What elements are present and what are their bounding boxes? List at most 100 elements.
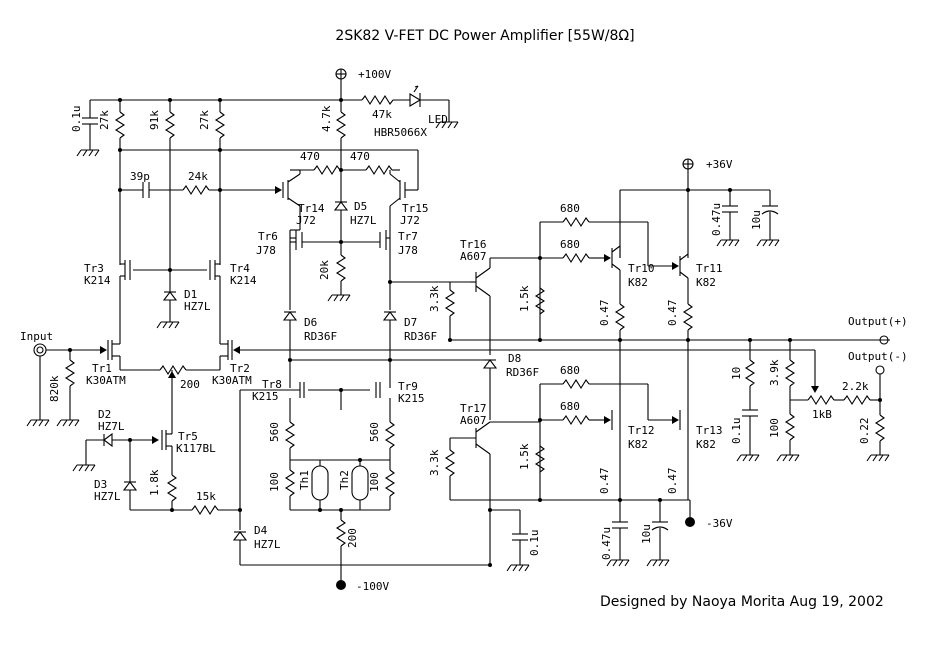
svg-text:Tr9: Tr9 bbox=[398, 380, 418, 393]
transistor-tr2 bbox=[220, 340, 233, 360]
svg-text:20k: 20k bbox=[318, 260, 331, 280]
svg-text:560: 560 bbox=[368, 422, 381, 442]
resistor-470-b bbox=[365, 164, 393, 176]
resistor-2-2k bbox=[843, 394, 871, 406]
resistor-047-b bbox=[682, 303, 694, 331]
resistor-100-c bbox=[784, 413, 796, 441]
svg-text:560: 560 bbox=[268, 422, 281, 442]
svg-text:J78: J78 bbox=[398, 244, 418, 257]
svg-text:K82: K82 bbox=[696, 276, 716, 289]
svg-text:LED: LED bbox=[428, 113, 448, 126]
resistor-680-b bbox=[562, 252, 590, 264]
svg-text:HZ7L: HZ7L bbox=[350, 214, 377, 227]
svg-text:3.9k: 3.9k bbox=[768, 359, 781, 386]
svg-text:Tr11: Tr11 bbox=[696, 262, 723, 275]
svg-text:0.47: 0.47 bbox=[666, 300, 679, 327]
input-label: Input bbox=[20, 330, 53, 343]
schematic-title: 2SK82 V-FET DC Power Amplifier [55W/8Ω] bbox=[335, 28, 634, 44]
svg-text:D8: D8 bbox=[508, 352, 521, 365]
svg-text:91k: 91k bbox=[148, 110, 161, 130]
svg-text:15k: 15k bbox=[196, 490, 216, 503]
svg-text:K215: K215 bbox=[398, 392, 425, 405]
svg-text:Tr7: Tr7 bbox=[398, 230, 418, 243]
svg-text:820k: 820k bbox=[48, 375, 61, 402]
output-minus-terminal[interactable] bbox=[875, 365, 885, 375]
transistor-tr4 bbox=[209, 260, 220, 280]
rail-plus36: +36V bbox=[682, 158, 733, 171]
svg-text:Tr12: Tr12 bbox=[628, 424, 655, 437]
resistor-24k bbox=[182, 184, 210, 196]
svg-text:Tr2: Tr2 bbox=[230, 362, 250, 375]
svg-text:10: 10 bbox=[730, 367, 743, 380]
svg-text:K82: K82 bbox=[696, 438, 716, 451]
zener-d5 bbox=[333, 201, 349, 211]
resistor-1-5k-a bbox=[534, 287, 546, 315]
svg-text:100: 100 bbox=[268, 472, 281, 492]
svg-text:Tr13: Tr13 bbox=[696, 424, 723, 437]
resistor-91k bbox=[164, 111, 176, 139]
trimmer-200-top bbox=[159, 364, 187, 376]
resistor-560-a bbox=[284, 421, 296, 449]
resistor-15k bbox=[191, 504, 219, 516]
resistor-10 bbox=[744, 359, 756, 387]
svg-text:0.47: 0.47 bbox=[666, 468, 679, 495]
svg-text:K215: K215 bbox=[252, 390, 279, 403]
svg-text:Tr6: Tr6 bbox=[258, 230, 278, 243]
output-plus-terminal[interactable] bbox=[879, 335, 889, 345]
svg-text:D6: D6 bbox=[304, 316, 317, 329]
resistor-680-d bbox=[562, 414, 590, 426]
svg-text:0.1u: 0.1u bbox=[730, 418, 743, 445]
rail-plus100: +100V bbox=[335, 68, 391, 100]
transistor-tr14 bbox=[282, 170, 301, 207]
svg-text:D5: D5 bbox=[354, 200, 367, 213]
minus36v-label: -36V bbox=[706, 517, 733, 530]
svg-text:Th1: Th1 bbox=[298, 470, 311, 490]
svg-text:3.3k: 3.3k bbox=[428, 449, 441, 476]
svg-text:100: 100 bbox=[768, 418, 781, 438]
thermistor-th2 bbox=[351, 460, 369, 510]
junction-dots bbox=[118, 98, 882, 567]
svg-text:470: 470 bbox=[350, 150, 370, 163]
resistor-680-c bbox=[562, 378, 590, 390]
resistor-470-a bbox=[313, 164, 341, 176]
resistor-1-5k-b bbox=[534, 445, 546, 473]
plus36v-label: +36V bbox=[706, 158, 733, 171]
transistor-tr15 bbox=[389, 170, 406, 207]
transistor-tr9 bbox=[375, 382, 381, 398]
svg-text:K82: K82 bbox=[628, 438, 648, 451]
svg-text:47k: 47k bbox=[372, 108, 392, 121]
svg-text:Tr4: Tr4 bbox=[230, 262, 250, 275]
svg-text:Tr14: Tr14 bbox=[298, 202, 325, 215]
transistor-tr5 bbox=[161, 430, 172, 450]
rail-minus36: -36V bbox=[685, 500, 733, 530]
svg-text:10u: 10u bbox=[750, 210, 763, 230]
zener-d1 bbox=[162, 291, 178, 301]
svg-text:J78: J78 bbox=[256, 244, 276, 257]
input-terminal[interactable] bbox=[33, 343, 47, 357]
svg-text:27k: 27k bbox=[98, 110, 111, 130]
zener-d7 bbox=[382, 311, 398, 321]
svg-text:680: 680 bbox=[560, 202, 580, 215]
output-minus-label: Output(-) bbox=[848, 350, 908, 363]
svg-text:1.5k: 1.5k bbox=[518, 285, 531, 312]
svg-text:24k: 24k bbox=[188, 170, 208, 183]
zener-d3 bbox=[122, 481, 138, 491]
resistor-20k bbox=[335, 254, 347, 282]
trimmer-200-bot bbox=[335, 519, 347, 547]
svg-text:10u: 10u bbox=[640, 524, 653, 544]
svg-text:Tr10: Tr10 bbox=[628, 262, 655, 275]
resistor-680-a bbox=[562, 216, 590, 228]
svg-text:200: 200 bbox=[346, 528, 359, 548]
transistor-tr8 bbox=[299, 382, 305, 398]
svg-text:D3: D3 bbox=[94, 478, 107, 491]
resistor-820k bbox=[64, 359, 76, 387]
thermistor-th1 bbox=[311, 460, 329, 510]
svg-text:0.1u: 0.1u bbox=[528, 530, 541, 557]
svg-text:470: 470 bbox=[300, 150, 320, 163]
svg-text:HZ7L: HZ7L bbox=[184, 300, 211, 313]
minus100v-label: -100V bbox=[356, 580, 389, 593]
svg-text:1kB: 1kB bbox=[812, 408, 832, 421]
svg-text:K30ATM: K30ATM bbox=[212, 374, 252, 387]
svg-text:K117BL: K117BL bbox=[176, 442, 216, 455]
